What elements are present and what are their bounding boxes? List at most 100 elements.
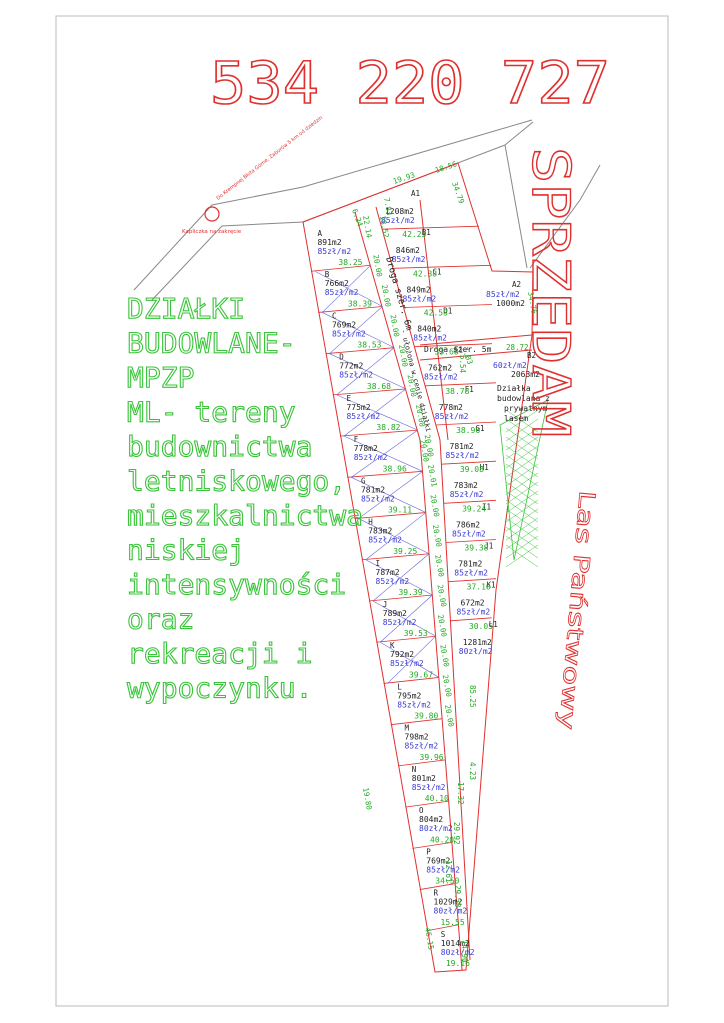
hatch-line — [505, 499, 539, 523]
cross-line — [372, 600, 436, 637]
description-line: BUDOWLANE- — [127, 327, 296, 360]
plot-boundary — [339, 429, 418, 437]
left-plot-labels: A891m285zł/m2B766m285zł/m2C769m285zł/m2D… — [317, 229, 474, 957]
width-dim: 33.68 — [435, 348, 459, 357]
plot-boundary — [441, 460, 497, 465]
plot-boundary — [368, 594, 433, 602]
description-line: ML- tereny — [127, 396, 296, 429]
plot-area: 891m2 — [317, 238, 341, 247]
plot-boundary — [392, 264, 492, 269]
cross-line — [358, 471, 423, 519]
hatch-line — [505, 463, 539, 487]
plot-area: 840m2 — [417, 325, 441, 334]
plot-boundary — [450, 617, 492, 622]
plot-id: H — [368, 518, 373, 527]
boundary-dim: 4.23 — [468, 762, 477, 780]
hatch-line — [505, 454, 539, 478]
width-dim: 39.67 — [409, 670, 433, 679]
width-dim: 38.96 — [383, 464, 407, 473]
plot-price: 60zł/m2 — [493, 361, 527, 370]
plot-price: 85zł/m2 — [446, 451, 480, 460]
cross-line — [358, 518, 430, 555]
road-dim: 20.00 — [443, 704, 456, 728]
road-dim: 20.00 — [405, 374, 418, 398]
cross-line — [329, 306, 383, 354]
cross-line — [322, 312, 395, 348]
cross-line — [351, 477, 427, 513]
plot-boundary — [332, 388, 407, 396]
chapel-label: Kapliczka na zakręcie — [182, 229, 242, 235]
hatch-line — [505, 409, 539, 433]
hatch-line — [505, 544, 539, 568]
plot-boundary — [412, 841, 453, 849]
forest-boundary — [504, 144, 601, 269]
plot-area: 795m2 — [397, 691, 421, 700]
plot-price: 85zł/m2 — [392, 255, 426, 264]
hatch-line — [505, 427, 539, 451]
woodland-note-line: Działka — [497, 384, 531, 393]
road-dim: 20.00 — [441, 674, 454, 698]
parcel-outline — [302, 162, 534, 973]
plot-boundary — [445, 539, 497, 543]
width-dim: 42.53 — [424, 309, 448, 318]
plot-boundary — [347, 470, 423, 478]
plot-area: 1000m2 — [496, 299, 525, 308]
description-line: MPZP — [127, 361, 194, 394]
boundary-dim: 14.90 — [460, 940, 469, 963]
hatch-line — [505, 436, 539, 460]
plot-boundary — [425, 382, 497, 387]
hatch-line — [505, 418, 539, 442]
road-dim: 20.00 — [431, 524, 444, 548]
plot-price: 85zł/m2 — [424, 373, 458, 382]
plot-id: C1 — [432, 267, 441, 276]
plot-area: 1208m2 — [385, 207, 414, 216]
phone-number: 534 220 727 — [210, 49, 610, 117]
width-dim: 38.39 — [348, 299, 372, 308]
plot-area: 783m2 — [454, 481, 478, 490]
cross-line — [343, 435, 423, 472]
plot-boundary — [414, 343, 493, 348]
plot-id: B — [325, 270, 330, 279]
description-line: niskiej — [127, 534, 245, 567]
boundary-dim: 34.79 — [450, 181, 466, 205]
plot-id: E1 — [454, 346, 463, 355]
hatch-line — [505, 445, 539, 469]
plot-price: 85zł/m2 — [397, 700, 431, 709]
plot-price: 85zł/m2 — [354, 453, 388, 462]
hatch-line — [505, 481, 539, 505]
description-line: letniskowego, — [127, 465, 346, 498]
hatch-line — [505, 508, 539, 532]
plot-id: J — [383, 600, 388, 609]
width-dim: 42.38 — [413, 269, 437, 278]
plot-boundary — [426, 924, 459, 932]
plot-area: 781m2 — [450, 442, 474, 451]
plot-boundary — [443, 499, 497, 504]
road-dim: 20.00 — [380, 284, 393, 308]
plot-area: 2063m2 — [511, 370, 540, 379]
width-dim: 40.10 — [425, 794, 449, 803]
plot-boundary — [435, 421, 497, 426]
plot-price: 85zł/m2 — [346, 412, 380, 421]
width-dim: 39.80 — [414, 712, 438, 721]
width-dim: 39.39 — [398, 588, 422, 597]
width-dim: 37.10 — [467, 583, 491, 592]
plot-area: 846m2 — [396, 246, 420, 255]
plot-price: 85zł/m2 — [383, 618, 417, 627]
plot-id: F1 — [465, 385, 474, 394]
boundary-dim: 29.92 — [452, 822, 461, 845]
boundary-dim: 12.61 — [444, 860, 453, 883]
boundary-dim: 5.54 — [458, 355, 467, 374]
plot-price: 85zł/m2 — [454, 569, 488, 578]
plot-area: 798m2 — [405, 733, 429, 742]
right-plot-lines — [382, 225, 497, 622]
width-dim: 38.53 — [357, 341, 381, 350]
plot-area: 762m2 — [428, 364, 452, 373]
plot-price: 85zł/m2 — [457, 608, 491, 617]
cross-lines — [314, 265, 440, 684]
sale-heading: SPRZEDAM — [520, 147, 580, 437]
plot-price: 85zł/m2 — [332, 329, 366, 338]
plot-id: L — [397, 682, 402, 691]
plot-area: 772m2 — [339, 362, 363, 371]
plot-id: D — [339, 353, 344, 362]
